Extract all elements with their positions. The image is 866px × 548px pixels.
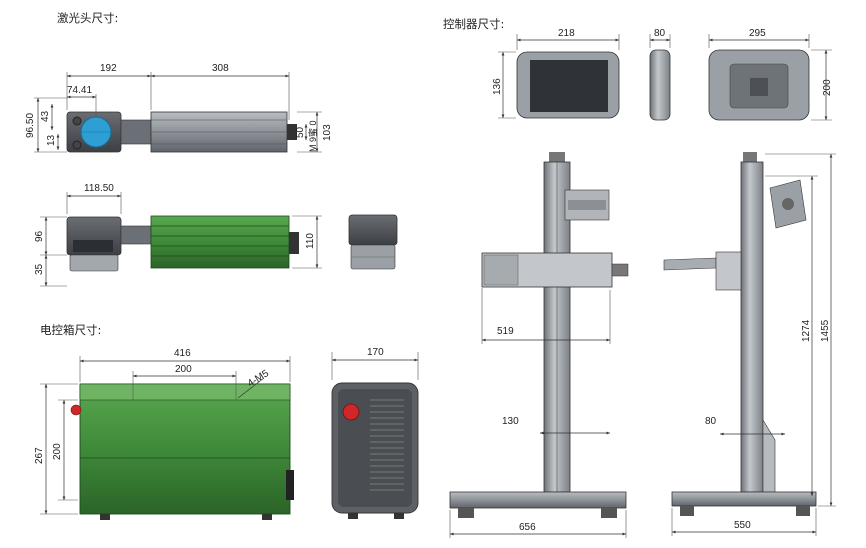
dim-43: 43 [40,110,51,122]
dim-550: 550 [734,520,751,531]
control-box-title: 电控箱尺寸: [40,323,101,337]
controller-side-view: 80 [649,28,671,121]
laser-head-top-view: 192 308 74.41 96.50 43 13 103 50 M 9蜜 0 [25,63,333,153]
laser-head-end-view [348,214,398,270]
dim-1455: 1455 [820,319,831,342]
dim-103: 103 [322,124,333,141]
dim-mount-thread: M 9蜜 0 [307,120,318,152]
dim-416: 416 [174,348,191,359]
controller-title: 控制器尺寸: [443,17,504,31]
dim-1274: 1274 [801,319,812,342]
dim-80-controller: 80 [654,28,666,39]
stand-front-view: 519 130 656 [449,152,629,538]
control-box-side-view: 170 [331,347,419,519]
touch-screen [530,60,608,112]
dim-74-41: 74.41 [67,85,92,96]
dim-200-vertical: 200 [52,443,63,460]
laser-head-title: 激光头尺寸: [57,11,118,25]
dim-13: 13 [46,134,57,146]
dim-110: 110 [305,233,316,249]
dim-192: 192 [100,63,117,74]
dim-218: 218 [558,28,575,39]
dim-35: 35 [34,263,45,275]
dim-130: 130 [502,416,519,427]
laser-head-side-view: 118.50 96 35 110 [34,183,322,287]
dim-118-50: 118.50 [84,183,114,194]
dim-308: 308 [212,63,229,74]
dim-519: 519 [497,326,514,337]
dim-170: 170 [367,347,384,358]
dim-295: 295 [749,28,766,39]
control-box-front-view: 416 200 4-M5 267 200 [34,348,294,520]
dim-96: 96 [34,230,45,242]
stand-side-view: 80 1274 1455 550 [663,152,836,536]
dim-656: 656 [519,522,536,533]
dim-136: 136 [492,78,503,95]
controller-back-view: 295 200 [708,28,833,121]
emergency-stop-icon [70,404,82,416]
dim-200-controller: 200 [822,79,833,96]
dim-50: 50 [295,126,306,138]
dim-267: 267 [34,447,45,464]
side-emergency-stop-icon [342,403,360,421]
dim-200-top: 200 [175,364,192,375]
dim-96-50: 96.50 [25,113,36,138]
dim-80-stand: 80 [705,416,717,427]
controller-front-view: 218 136 [492,28,620,119]
